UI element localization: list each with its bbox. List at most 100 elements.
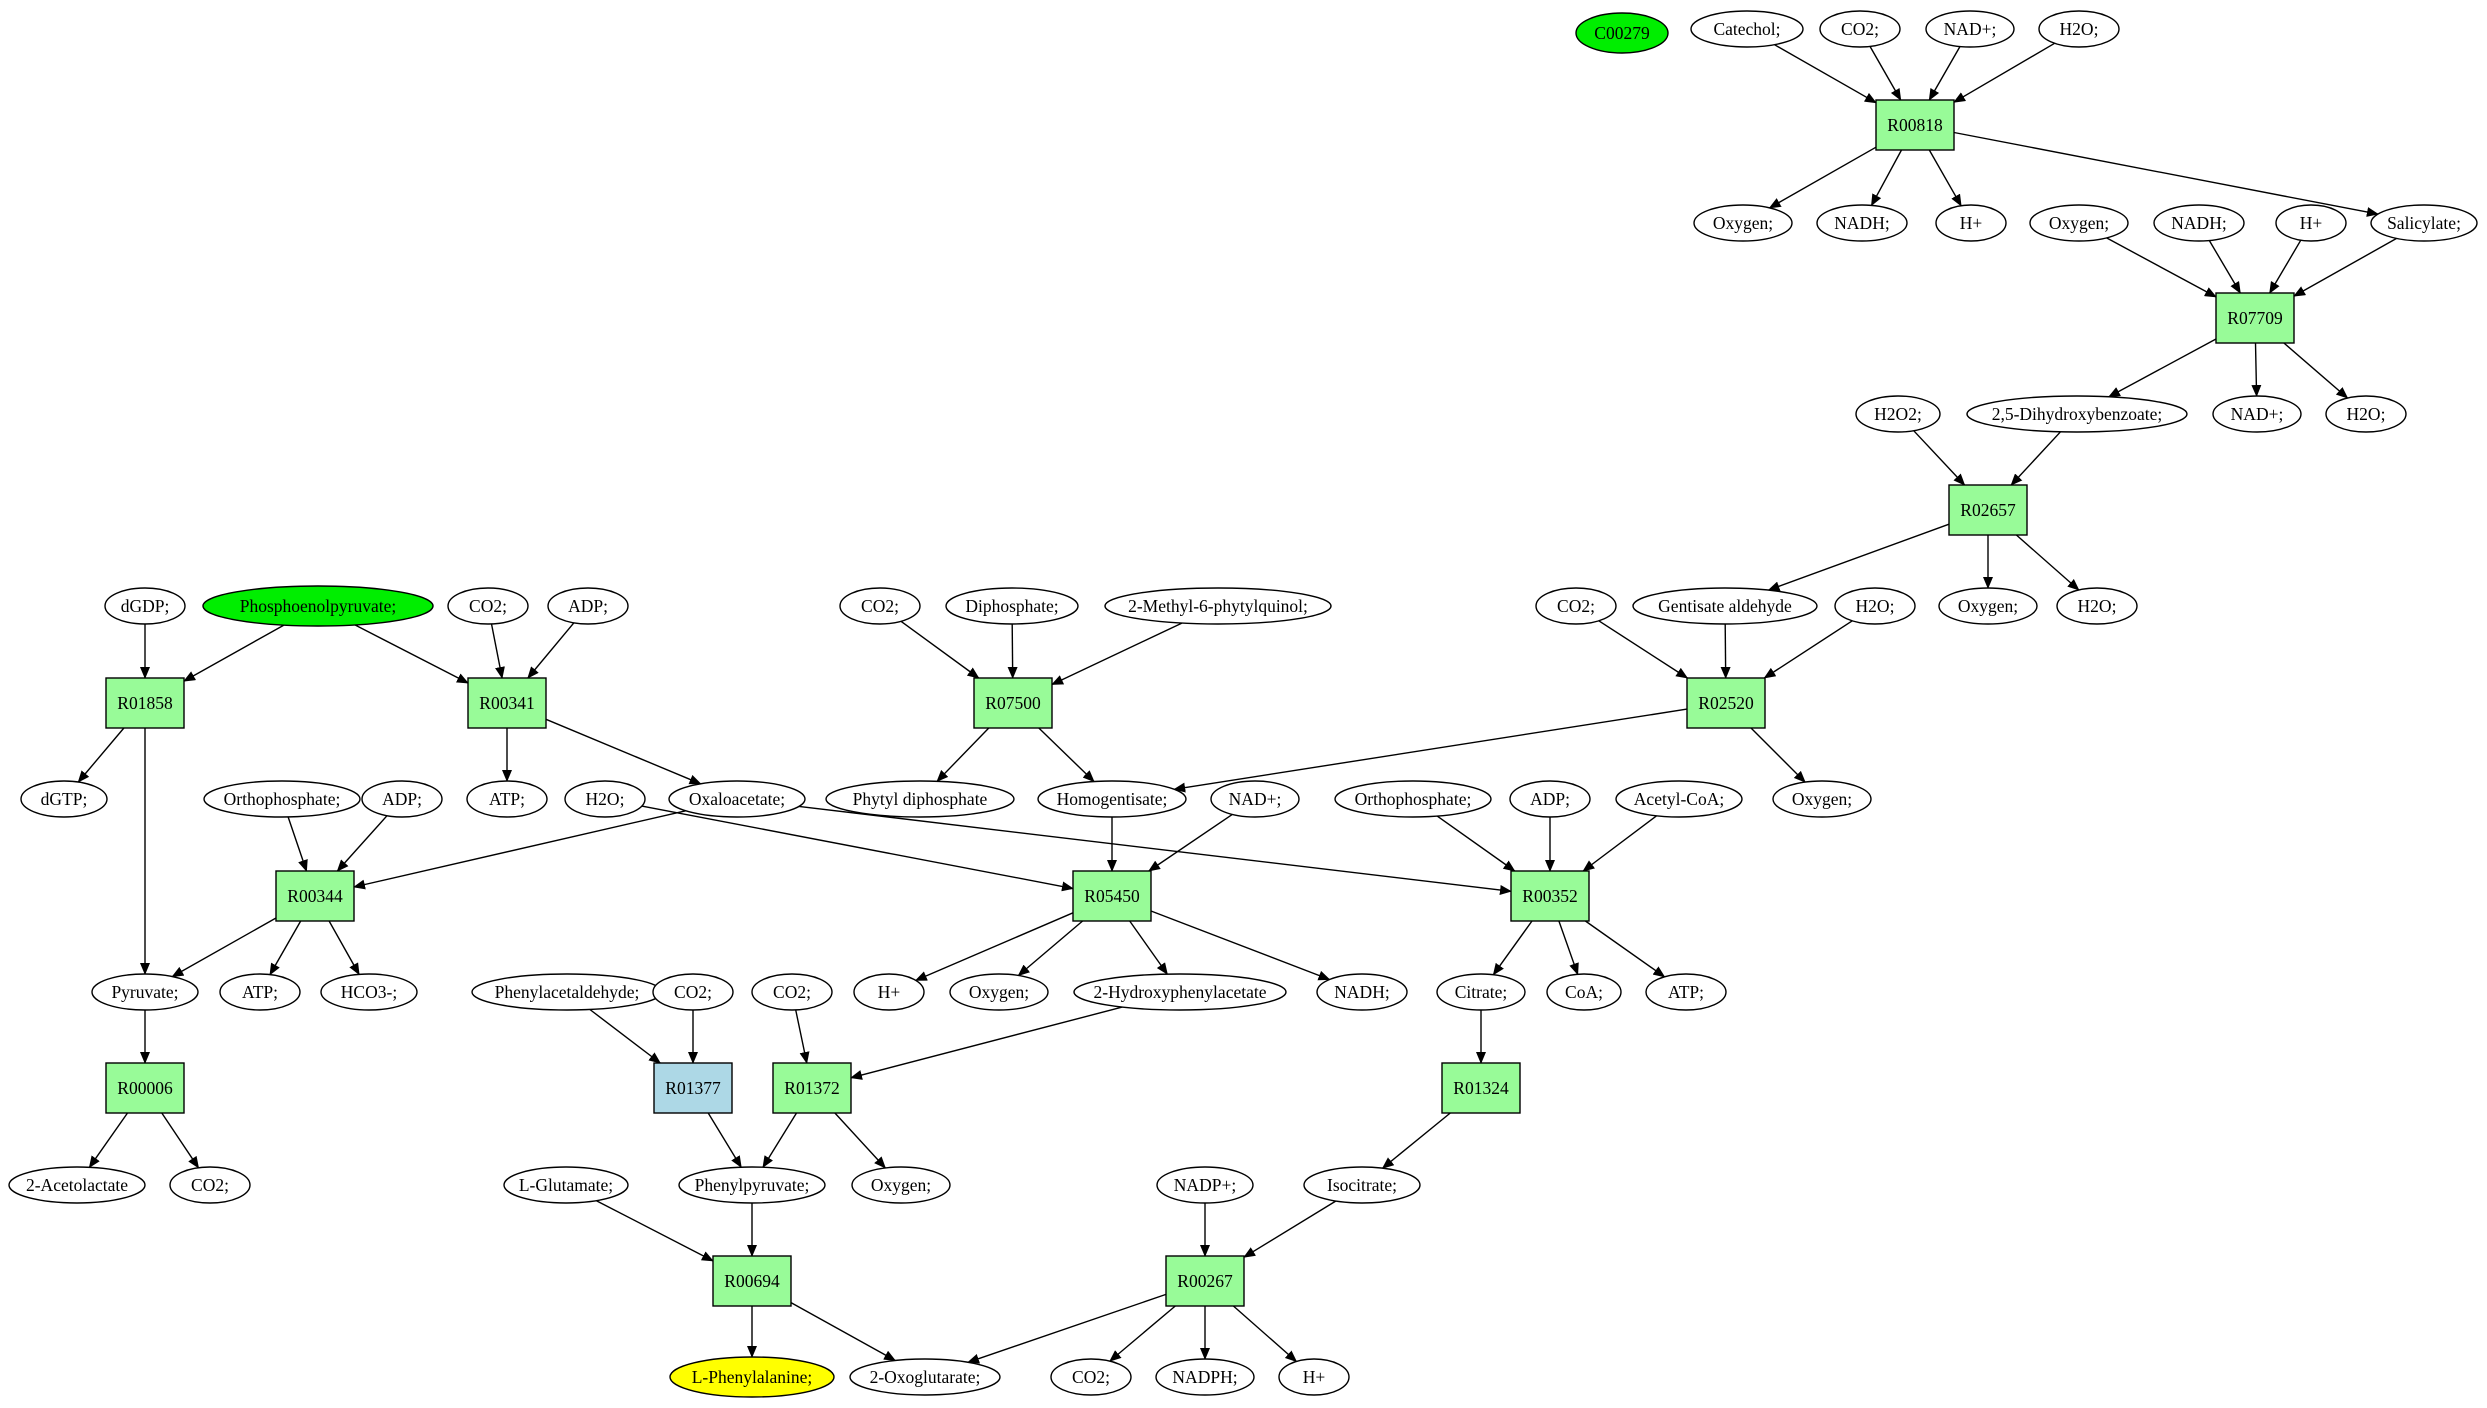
compound-node-isocit[interactable]: Isocitrate; [1303, 1166, 1421, 1204]
compound-node-nadhA[interactable]: NADH; [1816, 204, 1908, 242]
compound-node-co2h[interactable]: CO2; [1050, 1358, 1132, 1396]
compound-node-homog[interactable]: Homogentisate; [1037, 780, 1187, 818]
edge-cat-to-R00818 [1774, 44, 1877, 104]
compound-node-atpC[interactable]: ATP; [1645, 973, 1727, 1011]
compound-node-nadpA[interactable]: NAD+; [1925, 10, 2015, 48]
compound-node-hpa[interactable]: 2-Hydroxyphenylacetate [1073, 973, 1287, 1011]
node-label: R05450 [1084, 886, 1140, 906]
reaction-node-R01858[interactable]: R01858 [105, 677, 185, 729]
reaction-node-R00694[interactable]: R00694 [712, 1255, 792, 1307]
compound-node-sal[interactable]: Salicylate; [2370, 204, 2478, 242]
reaction-box [712, 1255, 792, 1307]
reaction-node-R00352[interactable]: R00352 [1510, 870, 1590, 922]
compound-node-hB[interactable]: H+ [2275, 204, 2347, 242]
compound-node-co2g[interactable]: CO2; [169, 1166, 251, 1204]
compound-node-oxyE[interactable]: Oxygen; [949, 973, 1049, 1011]
compound-node-dipho[interactable]: Diphosphate; [945, 587, 1079, 625]
reaction-node-R07709[interactable]: R07709 [2215, 292, 2295, 344]
compound-node-h2oE[interactable]: H2O; [564, 780, 646, 818]
reaction-node-R05450[interactable]: R05450 [1072, 870, 1152, 922]
compound-node-nadph[interactable]: NADPH; [1155, 1358, 1255, 1396]
compound-node-phacet[interactable]: Phenylacetaldehyde; [471, 973, 663, 1011]
compound-node-orthoA[interactable]: Orthophosphate; [203, 780, 361, 818]
compound-node-adpB[interactable]: ADP; [361, 780, 443, 818]
compound-node-oxyB[interactable]: Oxygen; [2029, 204, 2129, 242]
compound-node-C00279[interactable]: C00279 [1575, 12, 1669, 54]
reaction-node-R01372[interactable]: R01372 [772, 1062, 852, 1114]
compound-node-adpA[interactable]: ADP; [547, 587, 629, 625]
reaction-node-R07500[interactable]: R07500 [973, 677, 1053, 729]
compound-node-co2e[interactable]: CO2; [652, 973, 734, 1011]
compound-node-co2b[interactable]: CO2; [447, 587, 529, 625]
compound-node-gald[interactable]: Gentisate aldehyde [1632, 587, 1818, 625]
compound-node-h2o2[interactable]: H2O2; [1855, 395, 1941, 433]
edge-R01324-to-isocit [1381, 1112, 1451, 1169]
reaction-box [1072, 870, 1152, 922]
compound-node-nadpB[interactable]: NAD+; [2212, 395, 2302, 433]
compound-node-co2f[interactable]: CO2; [751, 973, 833, 1011]
compound-node-dhb[interactable]: 2,5-Dihydroxybenzoate; [1966, 395, 2188, 433]
compound-node-co2c[interactable]: CO2; [839, 587, 921, 625]
reaction-node-R00818[interactable]: R00818 [1875, 99, 1955, 151]
compound-node-co2a[interactable]: CO2; [1819, 10, 1901, 48]
compound-node-lphe[interactable]: L-Phenylalanine; [669, 1356, 835, 1398]
compound-ellipse [1210, 780, 1300, 818]
compound-node-h2oA[interactable]: H2O; [2038, 10, 2120, 48]
compound-ellipse [849, 1358, 1001, 1396]
compound-node-dgdp[interactable]: dGDP; [104, 587, 186, 625]
compound-node-lglu[interactable]: L-Glutamate; [503, 1166, 629, 1204]
compound-node-pep[interactable]: Phosphoenolpyruvate; [202, 585, 434, 627]
compound-node-h2oC[interactable]: H2O; [2056, 587, 2138, 625]
reaction-node-R02657[interactable]: R02657 [1948, 484, 2028, 536]
compound-node-h2oB[interactable]: H2O; [2325, 395, 2407, 433]
compound-node-oxyC[interactable]: Oxygen; [1938, 587, 2038, 625]
reaction-box [772, 1062, 852, 1114]
edge-R01377-to-phpyr [707, 1112, 742, 1169]
compound-node-cat[interactable]: Catechol; [1690, 10, 1804, 48]
reaction-node-R00006[interactable]: R00006 [105, 1062, 185, 1114]
compound-node-nadhB[interactable]: NADH; [2153, 204, 2245, 242]
compound-node-nadpp[interactable]: NADP+; [1156, 1166, 1254, 1204]
compound-node-oxal[interactable]: Oxaloacetate; [668, 780, 806, 818]
node-label: H+ [2300, 213, 2323, 233]
node-label: 2,5-Dihydroxybenzoate; [1992, 404, 2163, 424]
compound-node-dgtp[interactable]: dGTP; [20, 780, 108, 818]
reaction-node-R00344[interactable]: R00344 [275, 870, 355, 922]
compound-node-phpyr[interactable]: Phenylpyruvate; [678, 1166, 826, 1204]
compound-node-acl[interactable]: 2-Acetolactate [8, 1166, 146, 1204]
reaction-node-R00341[interactable]: R00341 [467, 677, 547, 729]
node-label: 2-Acetolactate [26, 1175, 128, 1195]
compound-node-h2oD[interactable]: H2O; [1834, 587, 1916, 625]
compound-node-oxyD[interactable]: Oxygen; [1772, 780, 1872, 818]
compound-node-nadpC[interactable]: NAD+; [1210, 780, 1300, 818]
compound-node-hC[interactable]: H+ [853, 973, 925, 1011]
compound-node-oxyF[interactable]: Oxygen; [851, 1166, 951, 1204]
reaction-node-R02520[interactable]: R02520 [1686, 677, 1766, 729]
compound-node-phytyl[interactable]: Phytyl diphosphate [825, 780, 1015, 818]
reaction-node-R01324[interactable]: R01324 [1441, 1062, 1521, 1114]
compound-node-coa[interactable]: CoA; [1546, 973, 1622, 1011]
edge-R00818-to-hA [1928, 149, 1962, 207]
compound-node-co2d[interactable]: CO2; [1535, 587, 1617, 625]
compound-node-oxog[interactable]: 2-Oxoglutarate; [849, 1358, 1001, 1396]
compound-ellipse [2038, 10, 2120, 48]
compound-node-oxyA[interactable]: Oxygen; [1693, 204, 1793, 242]
compound-node-hco3[interactable]: HCO3-; [320, 973, 418, 1011]
compound-node-hD[interactable]: H+ [1278, 1358, 1350, 1396]
compound-node-atpA[interactable]: ATP; [466, 780, 548, 818]
compound-node-adpC[interactable]: ADP; [1509, 780, 1591, 818]
compound-node-atpB[interactable]: ATP; [219, 973, 301, 1011]
compound-node-nadhC[interactable]: NADH; [1316, 973, 1408, 1011]
node-label: CoA; [1565, 982, 1603, 1002]
compound-node-mpq[interactable]: 2-Methyl-6-phytylquinol; [1104, 587, 1332, 625]
compound-node-cit[interactable]: Citrate; [1436, 973, 1526, 1011]
edge-R07709-to-dhb [2108, 338, 2217, 398]
compound-node-orthoB[interactable]: Orthophosphate; [1334, 780, 1492, 818]
node-label: Isocitrate; [1327, 1175, 1397, 1195]
reaction-node-R00267[interactable]: R00267 [1165, 1255, 1245, 1307]
reaction-node-R01377[interactable]: R01377 [653, 1062, 733, 1114]
compound-ellipse [1632, 587, 1818, 625]
compound-node-hA[interactable]: H+ [1935, 204, 2007, 242]
compound-node-pyr[interactable]: Pyruvate; [91, 973, 199, 1011]
compound-node-acoa[interactable]: Acetyl-CoA; [1615, 780, 1743, 818]
